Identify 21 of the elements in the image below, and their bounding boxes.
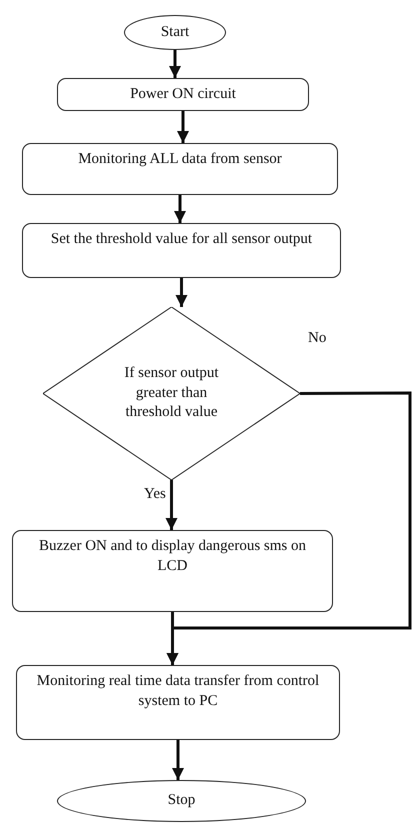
node-text: If sensor output greater than threshold value <box>123 364 220 422</box>
arrow <box>177 111 189 143</box>
arrow <box>172 740 184 780</box>
process-box <box>22 223 341 278</box>
process-box <box>16 665 340 740</box>
node-text: Monitoring ALL data from sensor <box>78 150 282 169</box>
arrow <box>166 480 178 530</box>
arrow <box>169 50 181 78</box>
node-text: Start <box>160 22 190 42</box>
node-text: Buzzer ON and to display dangerous sms on LCD <box>38 537 308 576</box>
process-box <box>12 530 333 612</box>
node-text: Power ON circuit <box>130 84 236 104</box>
process-box <box>22 143 338 195</box>
arrow <box>174 195 186 223</box>
arrow <box>176 278 188 307</box>
node-text: Set the threshold value for all sensor output <box>50 230 312 249</box>
arrow <box>166 612 178 665</box>
decision-diamond <box>43 307 300 480</box>
node-text: Stop <box>168 791 196 810</box>
process-box <box>57 78 309 111</box>
node-text: Monitoring real time data transfer from control system to PC <box>36 672 320 710</box>
